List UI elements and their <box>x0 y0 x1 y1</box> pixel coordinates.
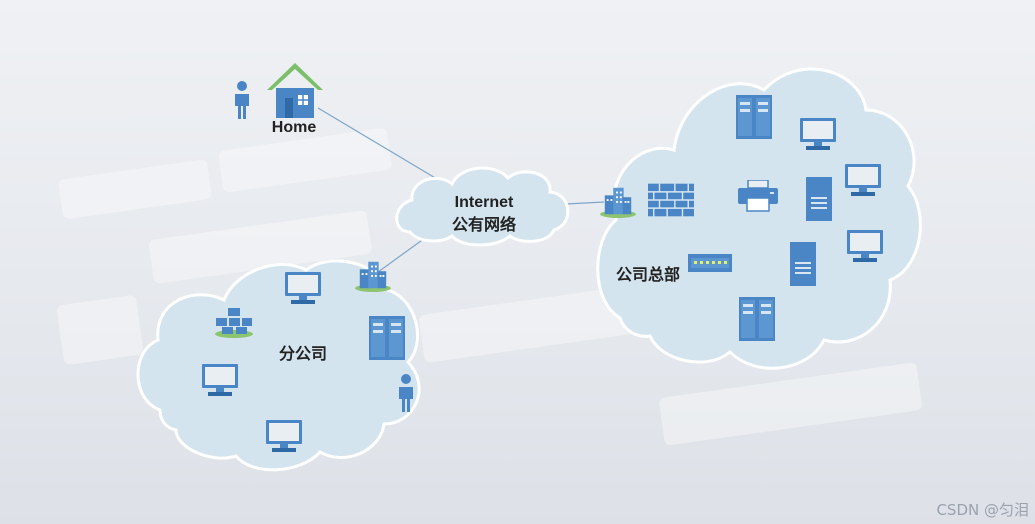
server-rack-icon <box>736 95 772 139</box>
server-rack-icon <box>369 316 405 360</box>
server-rack-icon <box>739 297 775 341</box>
background-keys <box>56 128 922 446</box>
branch-label: 分公司 <box>279 345 327 363</box>
tower-server-icon <box>806 177 832 221</box>
home-group: Home <box>235 63 323 136</box>
tower-server-icon <box>790 242 816 286</box>
internet-cloud: Internet 公有网络 <box>395 166 570 247</box>
connection-lines <box>317 107 605 273</box>
network-switch-icon <box>688 254 732 272</box>
firewall-icon <box>648 183 694 217</box>
house-icon <box>267 63 323 118</box>
home-label: Home <box>272 119 317 136</box>
line-home-internet <box>317 107 448 186</box>
branch-cloud: 分公司 <box>136 259 421 472</box>
line-internet-branch <box>377 237 426 273</box>
internet-label: Internet <box>455 194 514 211</box>
line-internet-hq <box>565 201 605 205</box>
headquarters-cloud: 公司总部 <box>596 67 922 370</box>
person-icon <box>235 81 249 119</box>
headquarters-label: 公司总部 <box>616 265 680 284</box>
watermark: CSDN @匀泪 <box>936 501 1029 519</box>
public-network-label: 公有网络 <box>452 215 516 234</box>
